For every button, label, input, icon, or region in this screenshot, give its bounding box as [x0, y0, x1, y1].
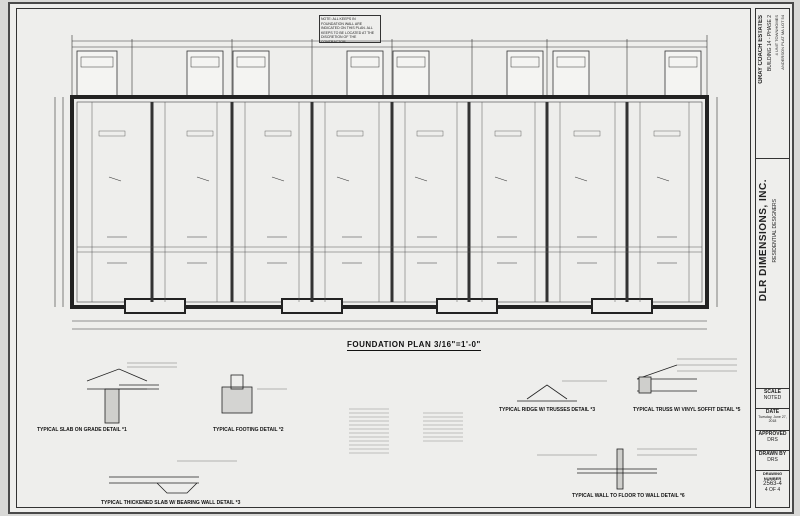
project-name: GRAY COACH ESTATES [758, 15, 764, 84]
detail-1-label: TYPICAL SLAB ON GRADE DETAIL *1 [37, 427, 127, 433]
drawing-number-cell: DRAWING NUMBER 2563-4 4 OF 4 [756, 471, 789, 509]
drawing-number-label: DRAWING NUMBER [762, 471, 783, 481]
approved-label: APPROVED [758, 431, 787, 437]
plan-note: NOTE: ALL KEEPS IN FOUNDATION WALL ARE I… [319, 15, 381, 43]
lot-label: ANDERSON PLAT MA LOT 54 [780, 15, 785, 70]
detail-6-label: TYPICAL WALL TO FLOOR TO WALL DETAIL *6 [572, 493, 685, 499]
title-block-project: GRAY COACH ESTATES BUILDING 14 - PHASE 2… [756, 9, 789, 159]
approved-cell: APPROVED DRS [756, 431, 789, 451]
date-cell: DATE Tuesday, June 27, 2018 [756, 409, 789, 431]
firm-subtitle: RESIDENTIAL DESIGNERS [772, 199, 778, 263]
detail-2-label: TYPICAL FOOTING DETAIL *2 [213, 427, 284, 433]
foundation-plan-title: FOUNDATION PLAN 3/16"=1'-0" [347, 340, 481, 351]
title-block-firm: DLR DIMENSIONS, INC. RESIDENTIAL DESIGNE… [756, 159, 789, 389]
drawn-by-value: DRS [767, 457, 778, 463]
date-value: Tuesday, June 27, 2018 [758, 415, 787, 423]
building-label: BUILDING 14 - PHASE 2 [767, 15, 773, 72]
title-block: GRAY COACH ESTATES BUILDING 14 - PHASE 2… [755, 8, 790, 508]
sheet-of: 4 OF 4 [764, 487, 781, 493]
drawing-number-value: 2563-4 [763, 481, 782, 487]
detail-4-label: TYPICAL RIDGE W/ TRUSSES DETAIL *3 [499, 407, 596, 413]
approved-value: DRS [767, 437, 778, 443]
detail-3-label: TYPICAL THICKENED SLAB W/ BEARING WALL D… [101, 500, 241, 506]
units-label: 4 UNIT TOWNHOMES [774, 15, 779, 56]
drawn-by-cell: DRAWN BY DRS [756, 451, 789, 471]
drawing-sheet: NOTE: ALL KEEPS IN FOUNDATION WALL ARE I… [8, 2, 794, 514]
firm-name: DLR DIMENSIONS, INC. [758, 179, 769, 302]
drawn-by-label: DRAWN BY [758, 451, 787, 457]
scale-value: NOTED [763, 395, 782, 401]
foundation-plan-drawing [54, 35, 737, 494]
scale-cell: SCALE NOTED [756, 389, 789, 409]
detail-5-label: TYPICAL TRUSS W/ VINYL SOFFIT DETAIL *5 [633, 407, 741, 413]
drawing-area: NOTE: ALL KEEPS IN FOUNDATION WALL ARE I… [16, 8, 751, 508]
date-label: DATE [765, 409, 780, 415]
scale-label: SCALE [764, 389, 781, 395]
